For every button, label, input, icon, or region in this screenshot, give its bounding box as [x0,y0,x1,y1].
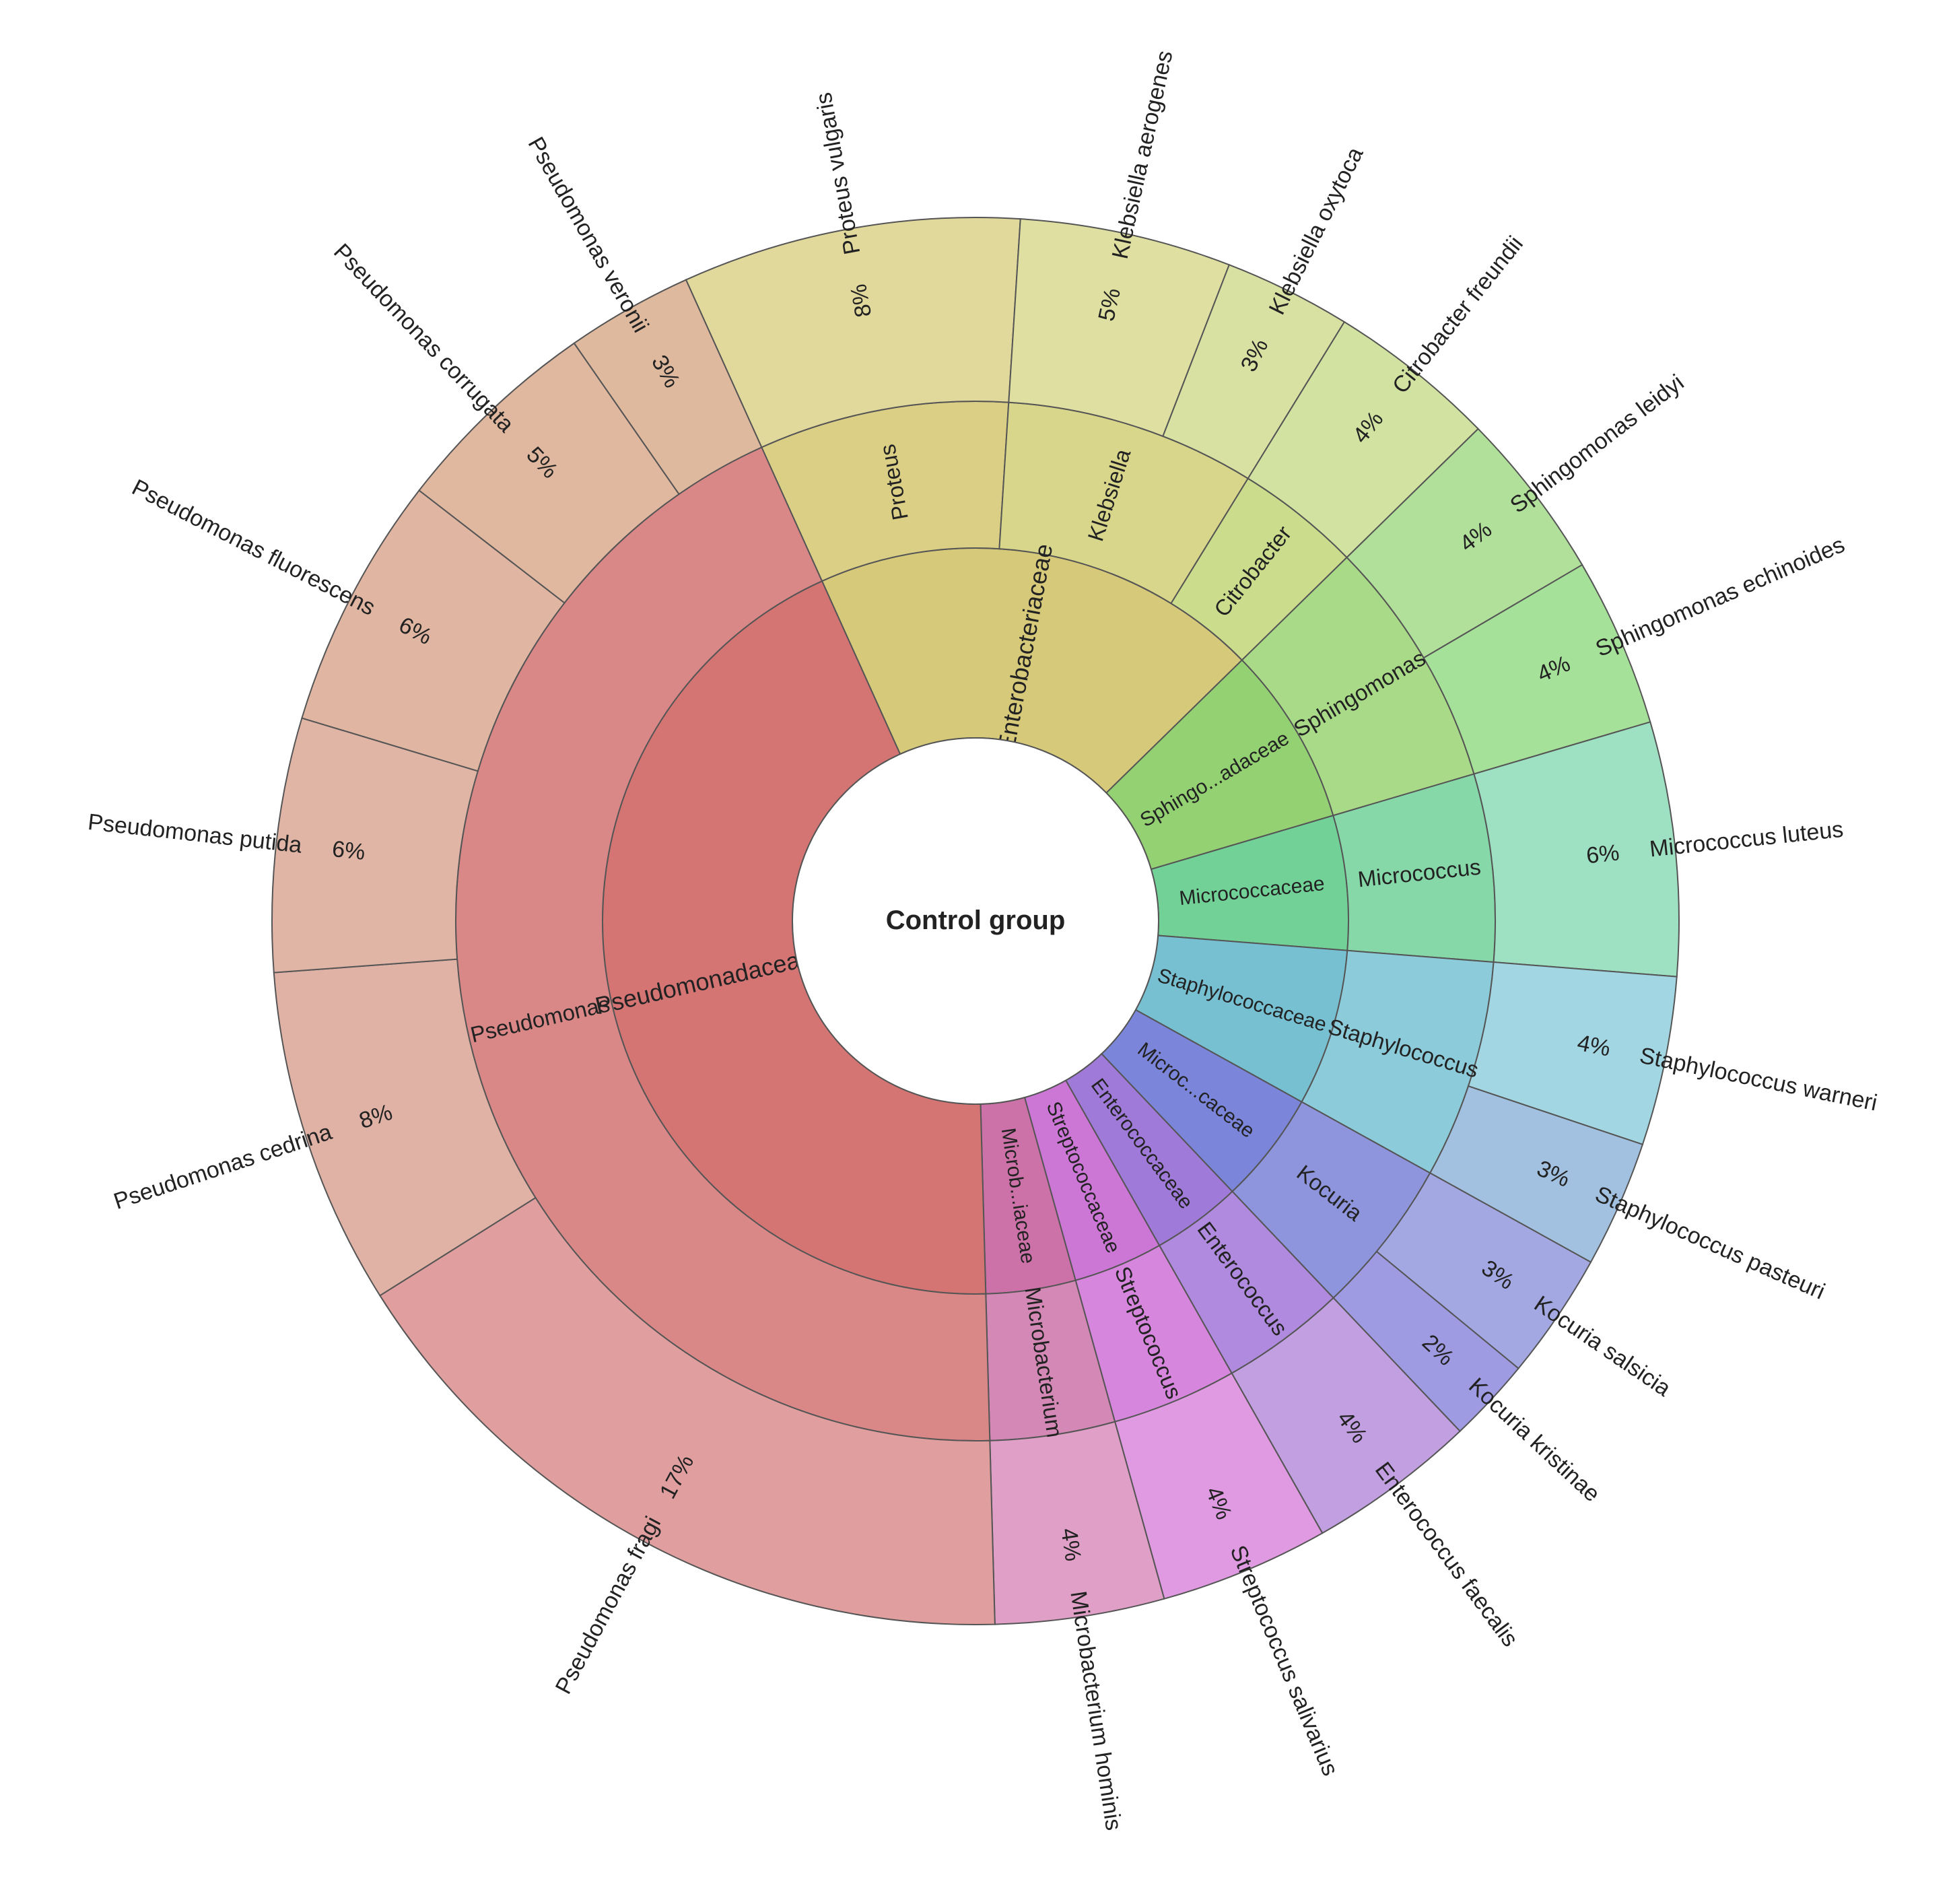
species-label-streptococcus-salivarius: Streptococcus salivarius [1225,1542,1344,1779]
species-wedge-pseudomonas-veronii[interactable] [573,279,763,496]
species-label-pseudomonas-fragi: Pseudomonas fragi [551,1512,666,1698]
segment-layer [271,217,1680,1625]
species-label-pseudomonas-corrugata: Pseudomonas corrugata [329,239,519,438]
species-label-pseudomonas-fluorescens: Pseudomonas fluorescens [128,475,380,621]
species-label-sphingomonas-echinoides: Sphingomonas echinoides [1592,532,1849,662]
species-label-citrobacter-freundii: Citrobacter freundii [1388,232,1528,399]
species-label-sphingomonas-leidyi: Sphingomonas leidyi [1505,370,1688,518]
species-label-kocuria-kristinae: Kocuria kristinae [1464,1373,1605,1507]
species-label-pseudomonas-cedrina: Pseudomonas cedrina [110,1119,335,1215]
species-label-microbacterium-hominis: Microbacterium hominis [1065,1590,1126,1833]
center-title: Control group [886,906,1066,935]
species-label-proteus-vulgaris: Proteus vulgaris [811,90,865,257]
species-label-staphylococcus-pasteuri: Staphylococcus pasteuri [1591,1181,1829,1304]
species-label-pseudomonas-putida: Pseudomonas putida [87,809,304,858]
species-pct-pseudomonas-putida: 6% [331,836,366,865]
species-label-klebsiella-oxytoca: Klebsiella oxytoca [1264,143,1369,319]
species-label-klebsiella-aerogenes: Klebsiella aerogenes [1107,48,1178,261]
species-pct-microbacterium-hominis: 4% [1056,1526,1086,1563]
species-label-pseudomonas-veronii: Pseudomonas veronii [522,133,653,337]
species-wedge-pseudomonas-fragi[interactable] [378,1196,996,1625]
species-pct-micrococcus-luteus: 6% [1585,840,1620,869]
species-label-enterococcus-faecalis: Enterococcus faecalis [1370,1458,1523,1652]
species-label-staphylococcus-warneri: Staphylococcus warneri [1637,1043,1879,1116]
species-pct-proteus-vulgaris: 8% [846,282,877,319]
center-hole [792,737,1159,1105]
species-label-micrococcus-luteus: Micrococcus luteus [1648,817,1844,862]
species-label-kocuria-salsicia: Kocuria salsicia [1530,1291,1676,1401]
